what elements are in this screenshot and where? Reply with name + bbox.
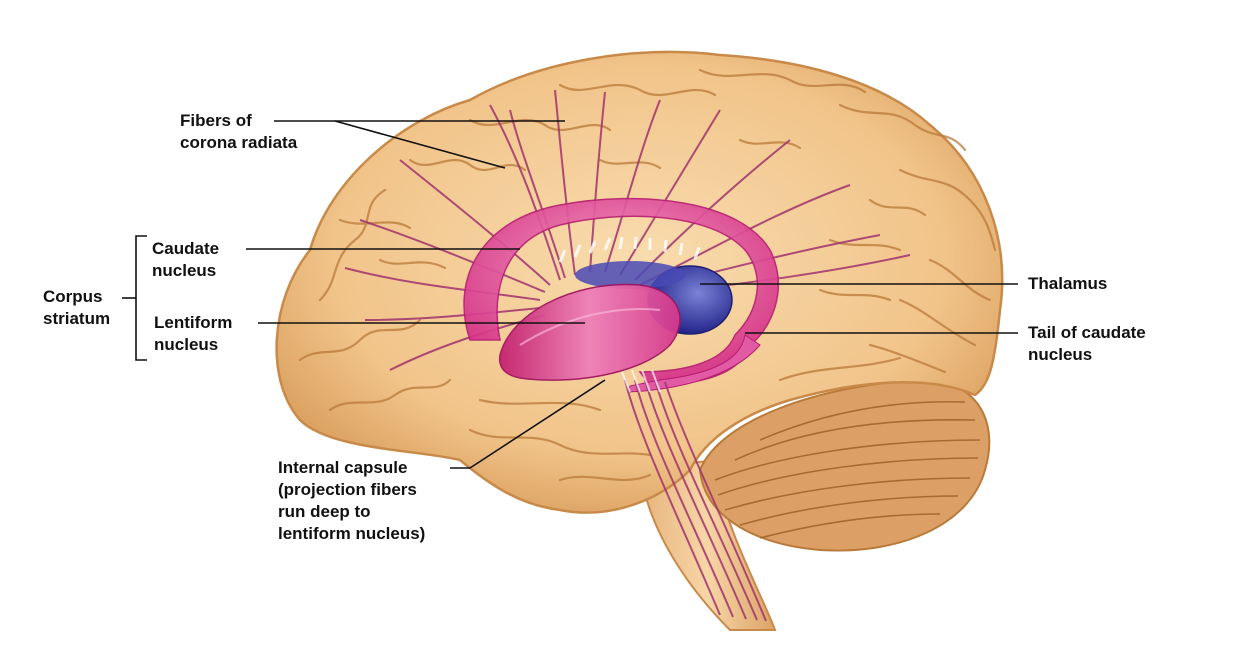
sulci [298, 68, 997, 482]
leader-lines [122, 120, 1018, 469]
label-corpus-striatum: Corpus striatum [43, 287, 111, 328]
caudate-stripes [558, 236, 701, 263]
label-tail-of-caudate: Tail of caudate nucleus [1028, 323, 1146, 364]
label-lentiform-nucleus: Lentiform nucleus [154, 313, 233, 354]
corona-radiata-fibers [344, 89, 911, 371]
internal-capsule-fibers [624, 379, 767, 622]
label-thalamus: Thalamus [1028, 274, 1108, 293]
cerebellum [698, 378, 991, 552]
label-corona-radiata: Fibers of corona radiata [180, 111, 298, 152]
label-internal-capsule: Internal capsule (projection fibers run … [278, 458, 426, 543]
label-caudate-nucleus: Caudate nucleus [152, 239, 220, 280]
